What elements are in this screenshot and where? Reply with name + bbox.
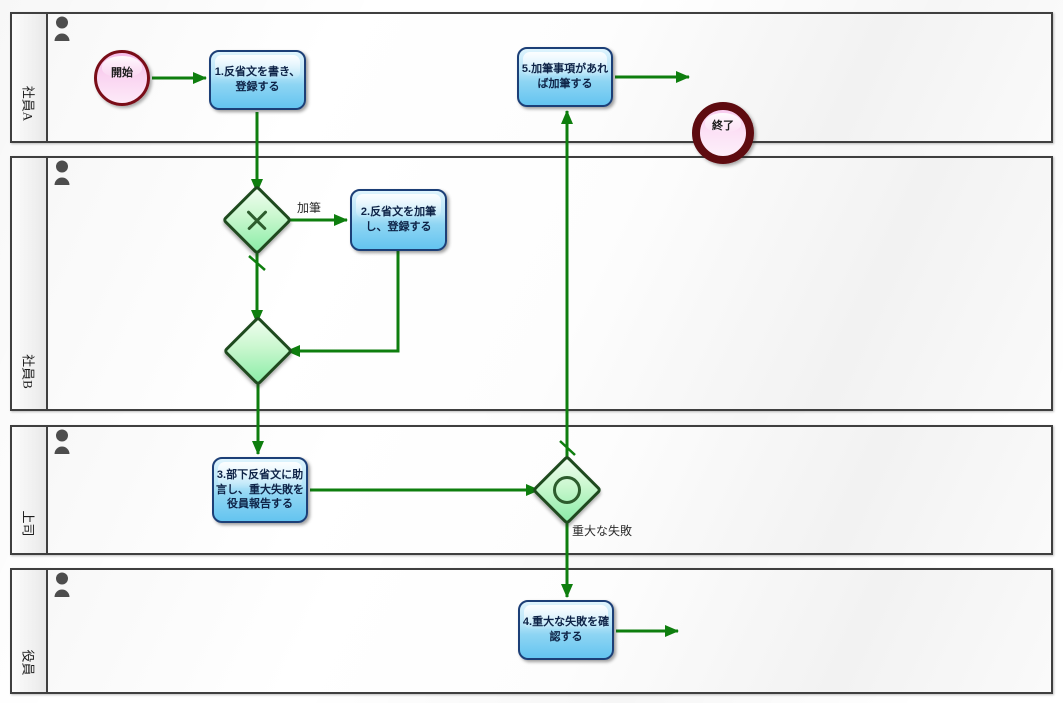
inclusive-marker — [547, 470, 587, 510]
lane-label-strip: 上司 — [12, 427, 48, 553]
flow-label-serious-failure: 重大な失敗 — [572, 524, 633, 538]
default-flow-marker — [248, 255, 266, 271]
task-5[interactable]: 5.加筆事項があれ ば加筆する — [517, 47, 613, 107]
start-event[interactable]: 開始 — [94, 50, 150, 106]
task-5-label: 5.加筆事項があれ ば加筆する — [521, 63, 609, 90]
task-2[interactable]: 2.反省文を加筆 し、登録する — [350, 189, 447, 251]
task-4[interactable]: 4.重大な失敗を確 認する — [518, 600, 614, 660]
end-event-a-label: 終了 — [712, 120, 734, 132]
flow-label-revise: 加筆 — [297, 201, 322, 215]
end-event-a[interactable]: 終了 — [692, 102, 754, 164]
start-event-label: 開始 — [111, 67, 133, 79]
lane-label-strip: 社員A — [12, 14, 48, 141]
task-1[interactable]: 1.反省文を書き、 登録する — [209, 50, 306, 110]
task-4-label: 4.重大な失敗を確 認する — [522, 616, 610, 643]
lane-employee-b: 社員B — [10, 156, 1053, 411]
lane-label-strip: 役員 — [12, 570, 48, 692]
person-icon — [54, 160, 70, 185]
person-icon — [54, 429, 70, 454]
person-icon — [54, 16, 70, 41]
person-icon — [54, 572, 70, 597]
task-3[interactable]: 3.部下反省文に助 言し、重大失敗を 役員報告する — [212, 457, 308, 523]
task-2-label: 2.反省文を加筆 し、登録する — [360, 206, 437, 233]
task-1-label: 1.反省文を書き、 登録する — [214, 66, 301, 93]
lane-label-strip: 社員B — [12, 158, 48, 409]
default-flow-marker — [559, 440, 576, 456]
task-3-label: 3.部下反省文に助 言し、重大失敗を 役員報告する — [216, 468, 304, 511]
flow-task2-to-merge — [286, 250, 400, 357]
